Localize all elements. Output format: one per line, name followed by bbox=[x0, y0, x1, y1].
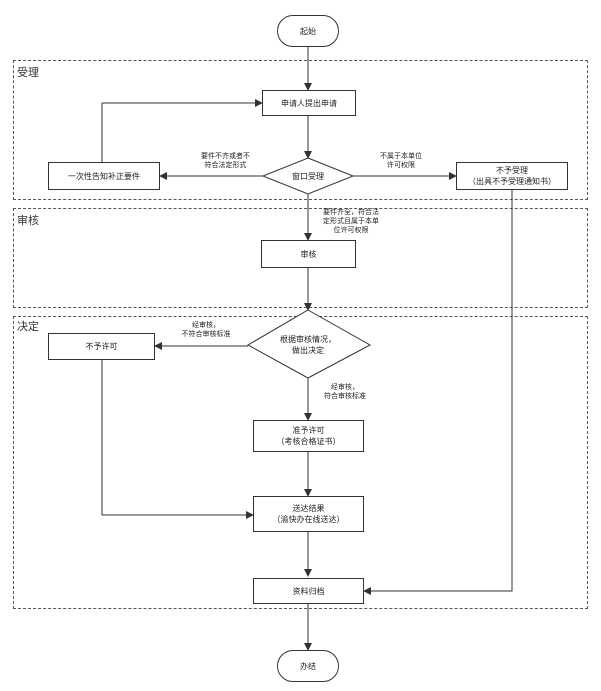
out-of-scope-line2: 许可权限 bbox=[387, 161, 415, 169]
fail-line1: 经审核， bbox=[192, 321, 220, 329]
pass-line2: 符合审核标准 bbox=[324, 392, 366, 400]
incomplete-line1: 要件不齐或者不 bbox=[201, 152, 250, 160]
audit-box: 审核 bbox=[261, 240, 356, 268]
grant-box: 准予许可 （考核合格证书） bbox=[253, 420, 364, 452]
apply-box: 申请人提出申请 bbox=[262, 90, 356, 116]
complete-line3: 位许可权限 bbox=[333, 226, 369, 234]
end-label: 办结 bbox=[300, 661, 316, 671]
edge-label-fail: 经审核， 不符合审核标准 bbox=[168, 321, 244, 339]
incomplete-line2: 符合法定形式 bbox=[204, 161, 247, 169]
end-node: 办结 bbox=[277, 650, 339, 682]
deliver-line2: （渝快办在线送达） bbox=[272, 515, 345, 524]
edge-notaccept-archive bbox=[363, 190, 513, 595]
notify-correct-label: 一次性告知补正要件 bbox=[68, 171, 140, 181]
decide-line2: 做出决定 bbox=[292, 346, 324, 355]
fail-line2: 不符合审核标准 bbox=[181, 330, 231, 338]
phase-review-zone bbox=[13, 208, 588, 308]
pass-line1: 经审核， bbox=[331, 383, 359, 391]
not-accept-box: 不予受理 （出具不予受理通知书） bbox=[456, 162, 568, 190]
archive-box: 资料归档 bbox=[253, 578, 364, 604]
apply-label: 申请人提出申请 bbox=[281, 98, 337, 108]
decide-line1: 根据审核情况， bbox=[280, 335, 336, 344]
deliver-box: 送达结果 （渝快办在线送达） bbox=[253, 496, 364, 532]
phase-accept-label: 受理 bbox=[17, 66, 39, 79]
phase-review-label: 审核 bbox=[17, 214, 39, 227]
start-node: 起始 bbox=[277, 15, 339, 47]
phase-decide-label: 决定 bbox=[17, 320, 39, 333]
edge-notify-apply bbox=[101, 99, 263, 162]
edge-label-incomplete: 要件不齐或者不 符合法定形式 bbox=[188, 152, 263, 170]
notify-correct-box: 一次性告知补正要件 bbox=[48, 162, 160, 190]
edge-label-complete: 要件齐全，符合法 定形式且属于本单 位许可权限 bbox=[314, 208, 388, 235]
deliver-line1: 送达结果 bbox=[292, 504, 325, 513]
not-accept-line1: 不予受理 bbox=[496, 166, 528, 175]
not-accept-line2: （出具不予受理通知书） bbox=[468, 177, 556, 186]
audit-label: 审核 bbox=[300, 249, 317, 259]
edge-label-pass: 经审核， 符合审核标准 bbox=[310, 383, 380, 401]
deny-label: 不予许可 bbox=[85, 342, 118, 351]
edge-label-out-of-scope: 不属于本单位 许可权限 bbox=[366, 152, 436, 170]
deny-box: 不予许可 bbox=[48, 333, 155, 360]
grant-line1: 准予许可 bbox=[292, 426, 325, 435]
edge-deny-deliver bbox=[101, 360, 254, 519]
window-accept-label: 窗口受理 bbox=[292, 172, 324, 181]
archive-label: 资料归档 bbox=[292, 586, 325, 596]
complete-line2: 定形式且属于本单 bbox=[323, 217, 379, 225]
grant-line2: （考核合格证书） bbox=[276, 437, 341, 446]
window-accept-diamond bbox=[261, 157, 355, 195]
decide-diamond bbox=[246, 309, 372, 379]
start-label: 起始 bbox=[300, 26, 316, 36]
complete-line1: 要件齐全，符合法 bbox=[323, 208, 379, 216]
decide-diamond-label: 根据审核情况， 做出决定 bbox=[263, 334, 353, 356]
out-of-scope-line1: 不属于本单位 bbox=[380, 152, 422, 160]
phase-accept-zone bbox=[13, 60, 588, 200]
